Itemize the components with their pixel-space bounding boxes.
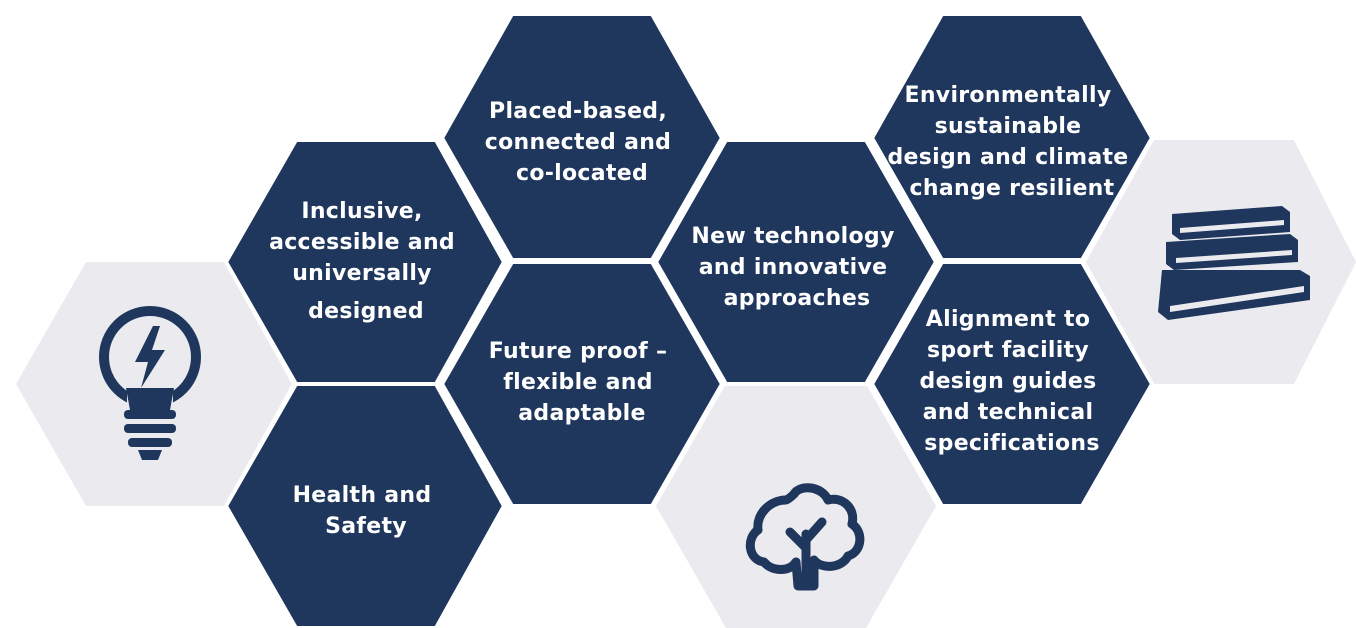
hex-future: Future proof – flexible and adaptable — [442, 262, 722, 506]
tree-icon — [745, 483, 865, 591]
label-line: universally — [292, 261, 432, 286]
hex-label: Placed-based, connected and co-located — [485, 99, 679, 186]
hex-health: Health and Safety — [226, 384, 504, 628]
hex-placed: Placed-based, connected and co-located — [442, 14, 722, 260]
label-line: design guides — [920, 369, 1097, 394]
label-line: adaptable — [518, 401, 645, 426]
hex-shape — [872, 262, 1152, 506]
hex-borders — [223, 12, 1155, 628]
label-line: Inclusive, — [301, 199, 422, 224]
hex-lightbulb — [16, 262, 292, 506]
label-line: Alignment to — [926, 307, 1090, 332]
label-line: sustainable — [935, 114, 1082, 139]
hex-tree — [656, 384, 936, 628]
books-icon — [1158, 206, 1310, 320]
label-line: specifications — [924, 431, 1099, 456]
hex-label: Future proof – flexible and adaptable — [489, 339, 675, 426]
hex-label: Alignment to sport facility design guide… — [920, 307, 1105, 456]
hex-shape — [16, 262, 292, 506]
hex-environment: Environmentally sustainable design and c… — [872, 14, 1152, 260]
label-line: co-located — [516, 161, 648, 186]
hex-technology: New technology and innovative approaches — [656, 140, 936, 384]
lightbulb-icon — [99, 306, 201, 460]
label-line: accessible and — [269, 230, 455, 255]
hex-alignment: Alignment to sport facility design guide… — [872, 262, 1152, 506]
label-line: Safety — [325, 514, 407, 539]
hex-shape — [656, 140, 936, 384]
label-line: Environmentally — [905, 83, 1112, 108]
label-line: approaches — [724, 286, 871, 311]
hex-shape — [872, 14, 1152, 260]
hex-shape — [442, 262, 722, 506]
label-line: designed — [308, 299, 424, 324]
hex-label: New technology and innovative approaches — [691, 224, 902, 311]
hex-books — [1086, 140, 1356, 384]
label-line: New technology — [691, 224, 894, 249]
hex-label: Inclusive, accessible and universally de… — [269, 199, 463, 324]
label-line: and technical — [923, 400, 1094, 425]
label-line: Health and — [293, 483, 432, 508]
hex-label: Health and Safety — [293, 483, 440, 539]
hex-shape — [226, 384, 504, 628]
hex-shape — [226, 140, 504, 384]
hex-shape — [656, 384, 936, 628]
hex-shape — [442, 14, 722, 260]
hex-inclusive: Inclusive, accessible and universally de… — [226, 140, 504, 384]
label-line: design and climate — [888, 145, 1129, 170]
label-line: change resilient — [910, 176, 1115, 201]
label-line: Future proof – — [489, 339, 667, 364]
label-line: flexible and — [503, 370, 653, 395]
label-line: Placed-based, — [489, 99, 667, 124]
label-line: connected and — [485, 130, 671, 155]
hex-label: Environmentally sustainable design and c… — [888, 83, 1137, 201]
label-line: and innovative — [699, 255, 888, 280]
label-line: sport facility — [927, 338, 1089, 363]
